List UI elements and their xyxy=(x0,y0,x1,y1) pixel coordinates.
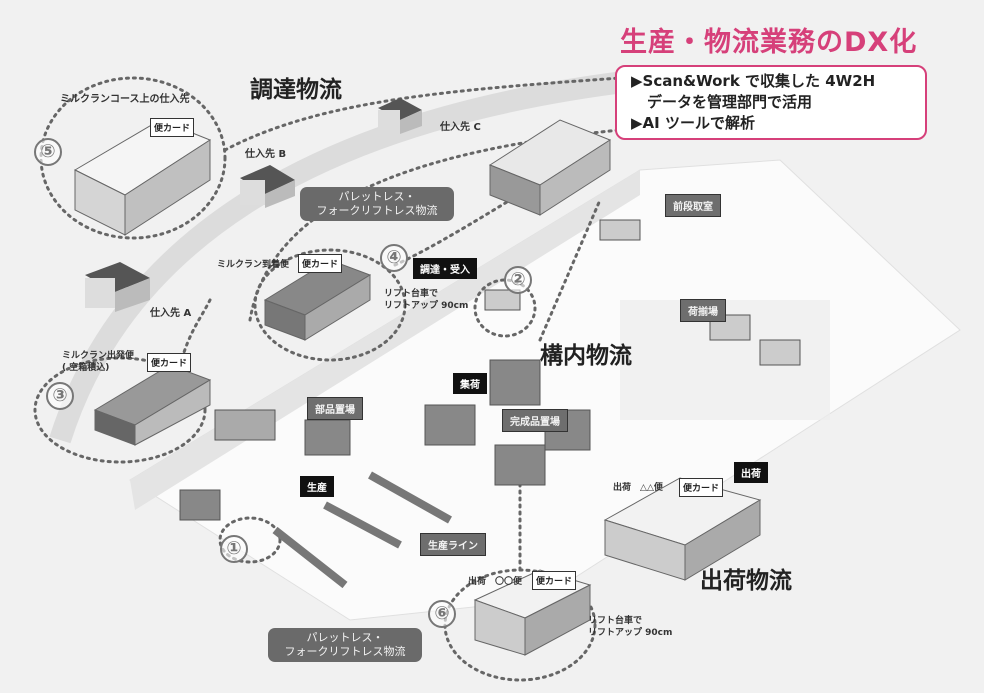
step-2-marker: ② xyxy=(504,266,532,294)
label-finished-area: 完成品置場 xyxy=(502,409,568,432)
departure-line-1: ミルクラン出発便 xyxy=(62,351,135,361)
shipping-label: 出荷 xyxy=(468,577,487,587)
palletless-bottom-pill: パレットレス・ フォークリフトレス物流 xyxy=(268,628,422,662)
milkrun-arrival-label: ミルクラン到着便 xyxy=(217,260,290,270)
supplier-buildings xyxy=(85,98,422,312)
area-procurement: 調達物流 xyxy=(250,77,342,103)
step-1-marker: ① xyxy=(220,535,248,563)
palletless-top-pill: パレットレス・ フォークリフトレス物流 xyxy=(300,187,454,221)
area-shipping: 出荷物流 xyxy=(700,568,792,594)
shipping-triangle-run: 出荷 △△便 xyxy=(613,482,663,494)
step-3-marker: ③ xyxy=(46,382,74,410)
supplier-course-label: ミルクランコース上の仕入先 xyxy=(60,94,190,105)
card-label-5: 便カード xyxy=(150,118,195,137)
run-label: △△便 xyxy=(640,483,663,493)
pill-line-1: パレットレス・ xyxy=(306,631,384,644)
racks xyxy=(179,219,801,521)
label-collection: 集荷 xyxy=(453,373,487,394)
label-assembly: 荷揃場 xyxy=(680,299,726,322)
shipping-circle-run: 出荷 〇〇便 xyxy=(468,576,522,588)
info-line-1: ▶Scan&Work で収集した 4W2H xyxy=(631,72,876,90)
label-parts-area: 部品置場 xyxy=(307,397,363,420)
shipping-label: 出荷 xyxy=(613,483,632,493)
pill-line-1: パレットレス・ xyxy=(338,190,416,203)
pill-line-2: フォークリフトレス物流 xyxy=(284,645,406,658)
lift-line-1: リフト台車で xyxy=(588,616,643,626)
card-label-6: 便カード xyxy=(532,571,577,590)
conveyors xyxy=(272,471,452,589)
label-production: 生産 xyxy=(300,476,334,497)
supplier-c-label: 仕入先 C xyxy=(440,122,481,133)
lift-line-2: リフトアップ 90cm xyxy=(588,628,673,638)
label-shipping: 出荷 xyxy=(734,462,768,483)
lift-line-1: リフト台車で xyxy=(384,289,439,299)
lift-line-2: リフトアップ 90cm xyxy=(384,301,469,311)
departure-line-2: ( 空箱積込) xyxy=(62,363,110,373)
page-title: 生産・物流業務のDX化 xyxy=(620,27,918,58)
pill-line-2: フォークリフトレス物流 xyxy=(316,204,438,217)
label-prep-room: 前段取室 xyxy=(665,194,721,217)
step-5-marker: ⑤ xyxy=(34,138,62,166)
area-internal: 構内物流 xyxy=(540,343,632,369)
label-receiving: 調達・受入 xyxy=(413,258,477,279)
info-line-3: ▶AI ツールで解析 xyxy=(631,114,755,132)
card-label-3: 便カード xyxy=(147,353,192,372)
step-6-marker: ⑥ xyxy=(428,600,456,628)
info-box: ▶Scan&Work で収集した 4W2H データを管理部門で活用 ▶AI ツー… xyxy=(615,65,927,140)
card-label-4: 便カード xyxy=(298,254,343,273)
run-label: 〇〇便 xyxy=(495,577,523,587)
card-label-shipping: 便カード xyxy=(679,478,724,497)
step-4-marker: ④ xyxy=(380,244,408,272)
lift-note-top: リフト台車で リフトアップ 90cm xyxy=(384,288,468,312)
supplier-a-label: 仕入先 A xyxy=(150,308,192,319)
supplier-b-label: 仕入先 B xyxy=(245,149,287,160)
label-production-line: 生産ライン xyxy=(420,533,486,556)
milkrun-departure-label: ミルクラン出発便 ( 空箱積込) xyxy=(62,350,134,374)
info-line-2: データを管理部門で活用 xyxy=(647,93,813,111)
lift-note-bottom: リフト台車で リフトアップ 90cm xyxy=(588,615,672,639)
